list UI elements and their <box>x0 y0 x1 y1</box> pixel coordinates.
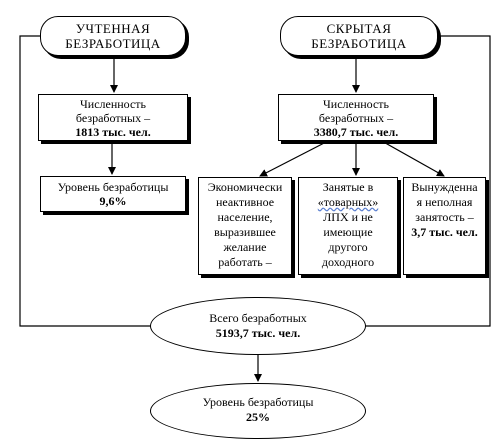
household-plot-workers-box: Занятые в «товарных» ЛПХ и не имеющие др… <box>298 177 398 275</box>
total-value: 5193,7 тыс. чел. <box>215 326 301 340</box>
overall-rate-label: Уровень безработицы <box>202 395 314 409</box>
header-line-1: СКРЫТАЯ <box>326 21 392 36</box>
hidden-unemployed-count-box: Численность безработных – 3380,7 тыс. че… <box>278 94 434 141</box>
overall-rate-value: 25% <box>246 410 270 424</box>
text-line: имеющие <box>323 225 373 239</box>
registered-unemployment-rate-box: Уровень безработицы 9,6% <box>40 176 186 212</box>
text-line: ЛПХ и не <box>323 210 373 224</box>
hidden-unemployment-header: СКРЫТАЯ БЕЗРАБОТИЦА <box>280 16 438 56</box>
left-outer-connector <box>19 35 152 327</box>
text-line: доходного <box>321 255 375 269</box>
header-line-2: БЕЗРАБОТИЦА <box>65 36 161 51</box>
total-unemployed-ellipse: Всего безработных 5193,7 тыс. чел. <box>150 297 366 355</box>
text-line: я неполная <box>416 195 473 209</box>
registered-unemployment-header: УЧТЕННАЯ БЕЗРАБОТИЦА <box>40 16 186 56</box>
text-line: работать – <box>218 255 272 269</box>
forced-part-time-box: Вынужденна я неполная занятость – 3,7 ты… <box>403 177 486 275</box>
text-line: Занятые в <box>322 180 374 194</box>
text-line: занятость – <box>415 210 474 224</box>
count-value: 3380,7 тыс. чел. <box>313 125 399 139</box>
header-line-1: УЧТЕННАЯ <box>75 21 151 36</box>
text-line: выразившее <box>214 225 276 239</box>
text-line: неактивное <box>215 195 275 209</box>
rate-value: 9,6% <box>99 194 127 208</box>
text-line: Экономически <box>207 180 283 194</box>
text-line-quoted: «товарных» <box>317 195 379 209</box>
header-line-2: БЕЗРАБОТИЦА <box>311 36 407 51</box>
right-outer-connector <box>364 35 491 327</box>
forced-part-time-value: 3,7 тыс. чел. <box>411 225 478 239</box>
rate-label: Уровень безработицы <box>57 180 169 194</box>
count-label-1: Численность <box>79 97 147 111</box>
arrow-right-count-to-sub3 <box>379 139 445 177</box>
count-label-1: Численность <box>322 97 390 111</box>
text-line: желание <box>223 240 267 254</box>
count-label-2: безработных – <box>75 111 151 125</box>
registered-unemployed-count-box: Численность безработных – 1813 тыс. чел. <box>38 94 188 141</box>
text-line: население, <box>217 210 273 224</box>
inactive-population-box: Экономически неактивное население, выраз… <box>198 177 292 275</box>
text-line: Вынужденна <box>411 180 478 194</box>
count-label-2: безработных – <box>318 111 394 125</box>
text-line: другого <box>328 240 368 254</box>
overall-unemployment-rate-ellipse: Уровень безработицы 25% <box>150 383 366 439</box>
arrow-right-count-to-sub1 <box>259 139 331 177</box>
count-value: 1813 тыс. чел. <box>75 125 151 139</box>
total-label: Всего безработных <box>209 311 307 325</box>
